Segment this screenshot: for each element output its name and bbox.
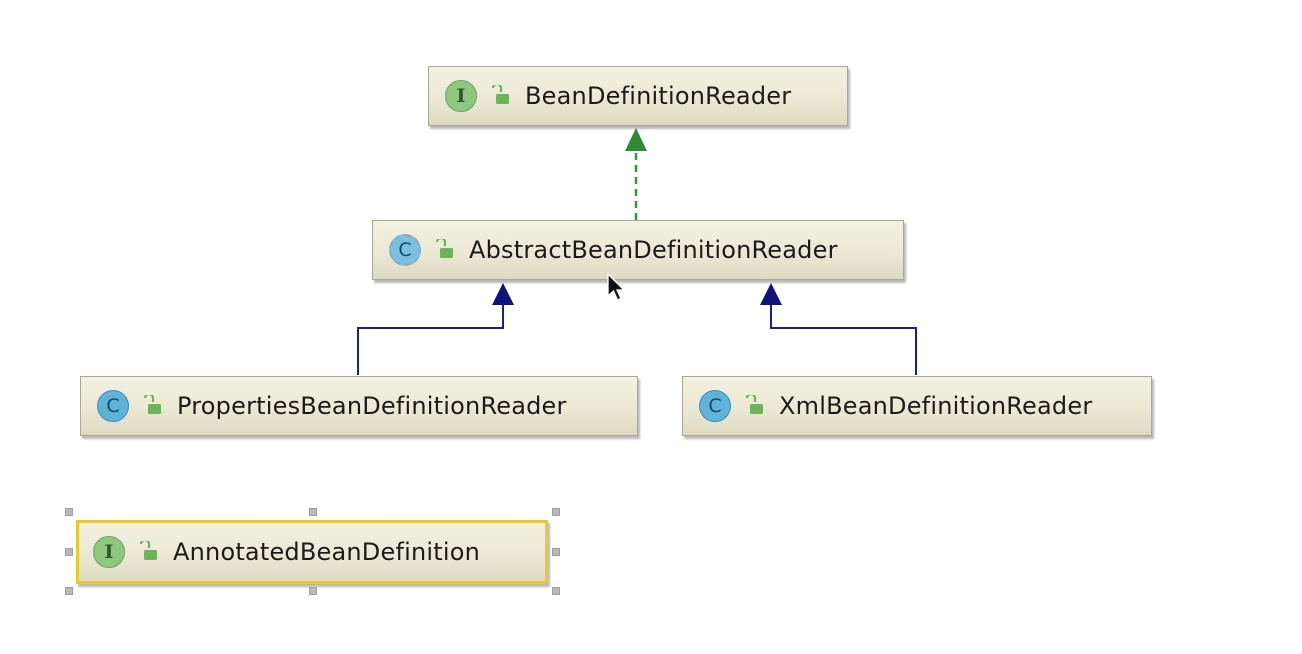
resize-handle-bottom-left[interactable]: [65, 587, 73, 595]
node-label: AbstractBeanDefinitionReader: [469, 236, 838, 264]
abstract-class-icon: C: [389, 234, 421, 266]
mouse-pointer-icon: [607, 272, 626, 301]
class-icon: C: [97, 390, 129, 422]
class-icon: C: [699, 390, 731, 422]
interface-icon: I: [93, 536, 125, 568]
interface-icon: I: [445, 80, 477, 112]
resize-handle-top-center[interactable]: [309, 508, 317, 516]
extends-edge-xml-line: [770, 304, 917, 375]
resize-handle-middle-right[interactable]: [552, 548, 560, 556]
resize-handle-top-right[interactable]: [552, 508, 560, 516]
node-label: PropertiesBeanDefinitionReader: [177, 392, 567, 420]
resize-handle-top-left[interactable]: [65, 508, 73, 516]
node-abstract-bean-definition-reader[interactable]: C AbstractBeanDefinitionReader: [372, 220, 904, 280]
resize-handle-bottom-right[interactable]: [552, 587, 560, 595]
node-annotated-bean-definition[interactable]: I AnnotatedBeanDefinition: [76, 520, 548, 584]
unlocked-padlock-icon: [143, 395, 161, 414]
unlocked-padlock-icon: [491, 85, 509, 104]
node-label: AnnotatedBeanDefinition: [173, 538, 481, 566]
resize-handle-middle-left[interactable]: [65, 548, 73, 556]
implements-arrowhead: [625, 128, 647, 151]
unlocked-padlock-icon: [435, 239, 453, 258]
node-label: BeanDefinitionReader: [525, 82, 792, 110]
unlocked-padlock-icon: [745, 395, 763, 414]
node-label: XmlBeanDefinitionReader: [779, 392, 1093, 420]
resize-handle-bottom-center[interactable]: [309, 587, 317, 595]
node-bean-definition-reader[interactable]: I BeanDefinitionReader: [428, 66, 848, 126]
node-properties-bean-definition-reader[interactable]: C PropertiesBeanDefinitionReader: [80, 376, 638, 436]
node-xml-bean-definition-reader[interactable]: C XmlBeanDefinitionReader: [682, 376, 1152, 436]
extends-edge-properties-line: [357, 304, 504, 375]
unlocked-padlock-icon: [139, 541, 157, 560]
extends-arrowhead-left: [492, 283, 514, 305]
extends-arrowhead-right: [760, 283, 782, 305]
